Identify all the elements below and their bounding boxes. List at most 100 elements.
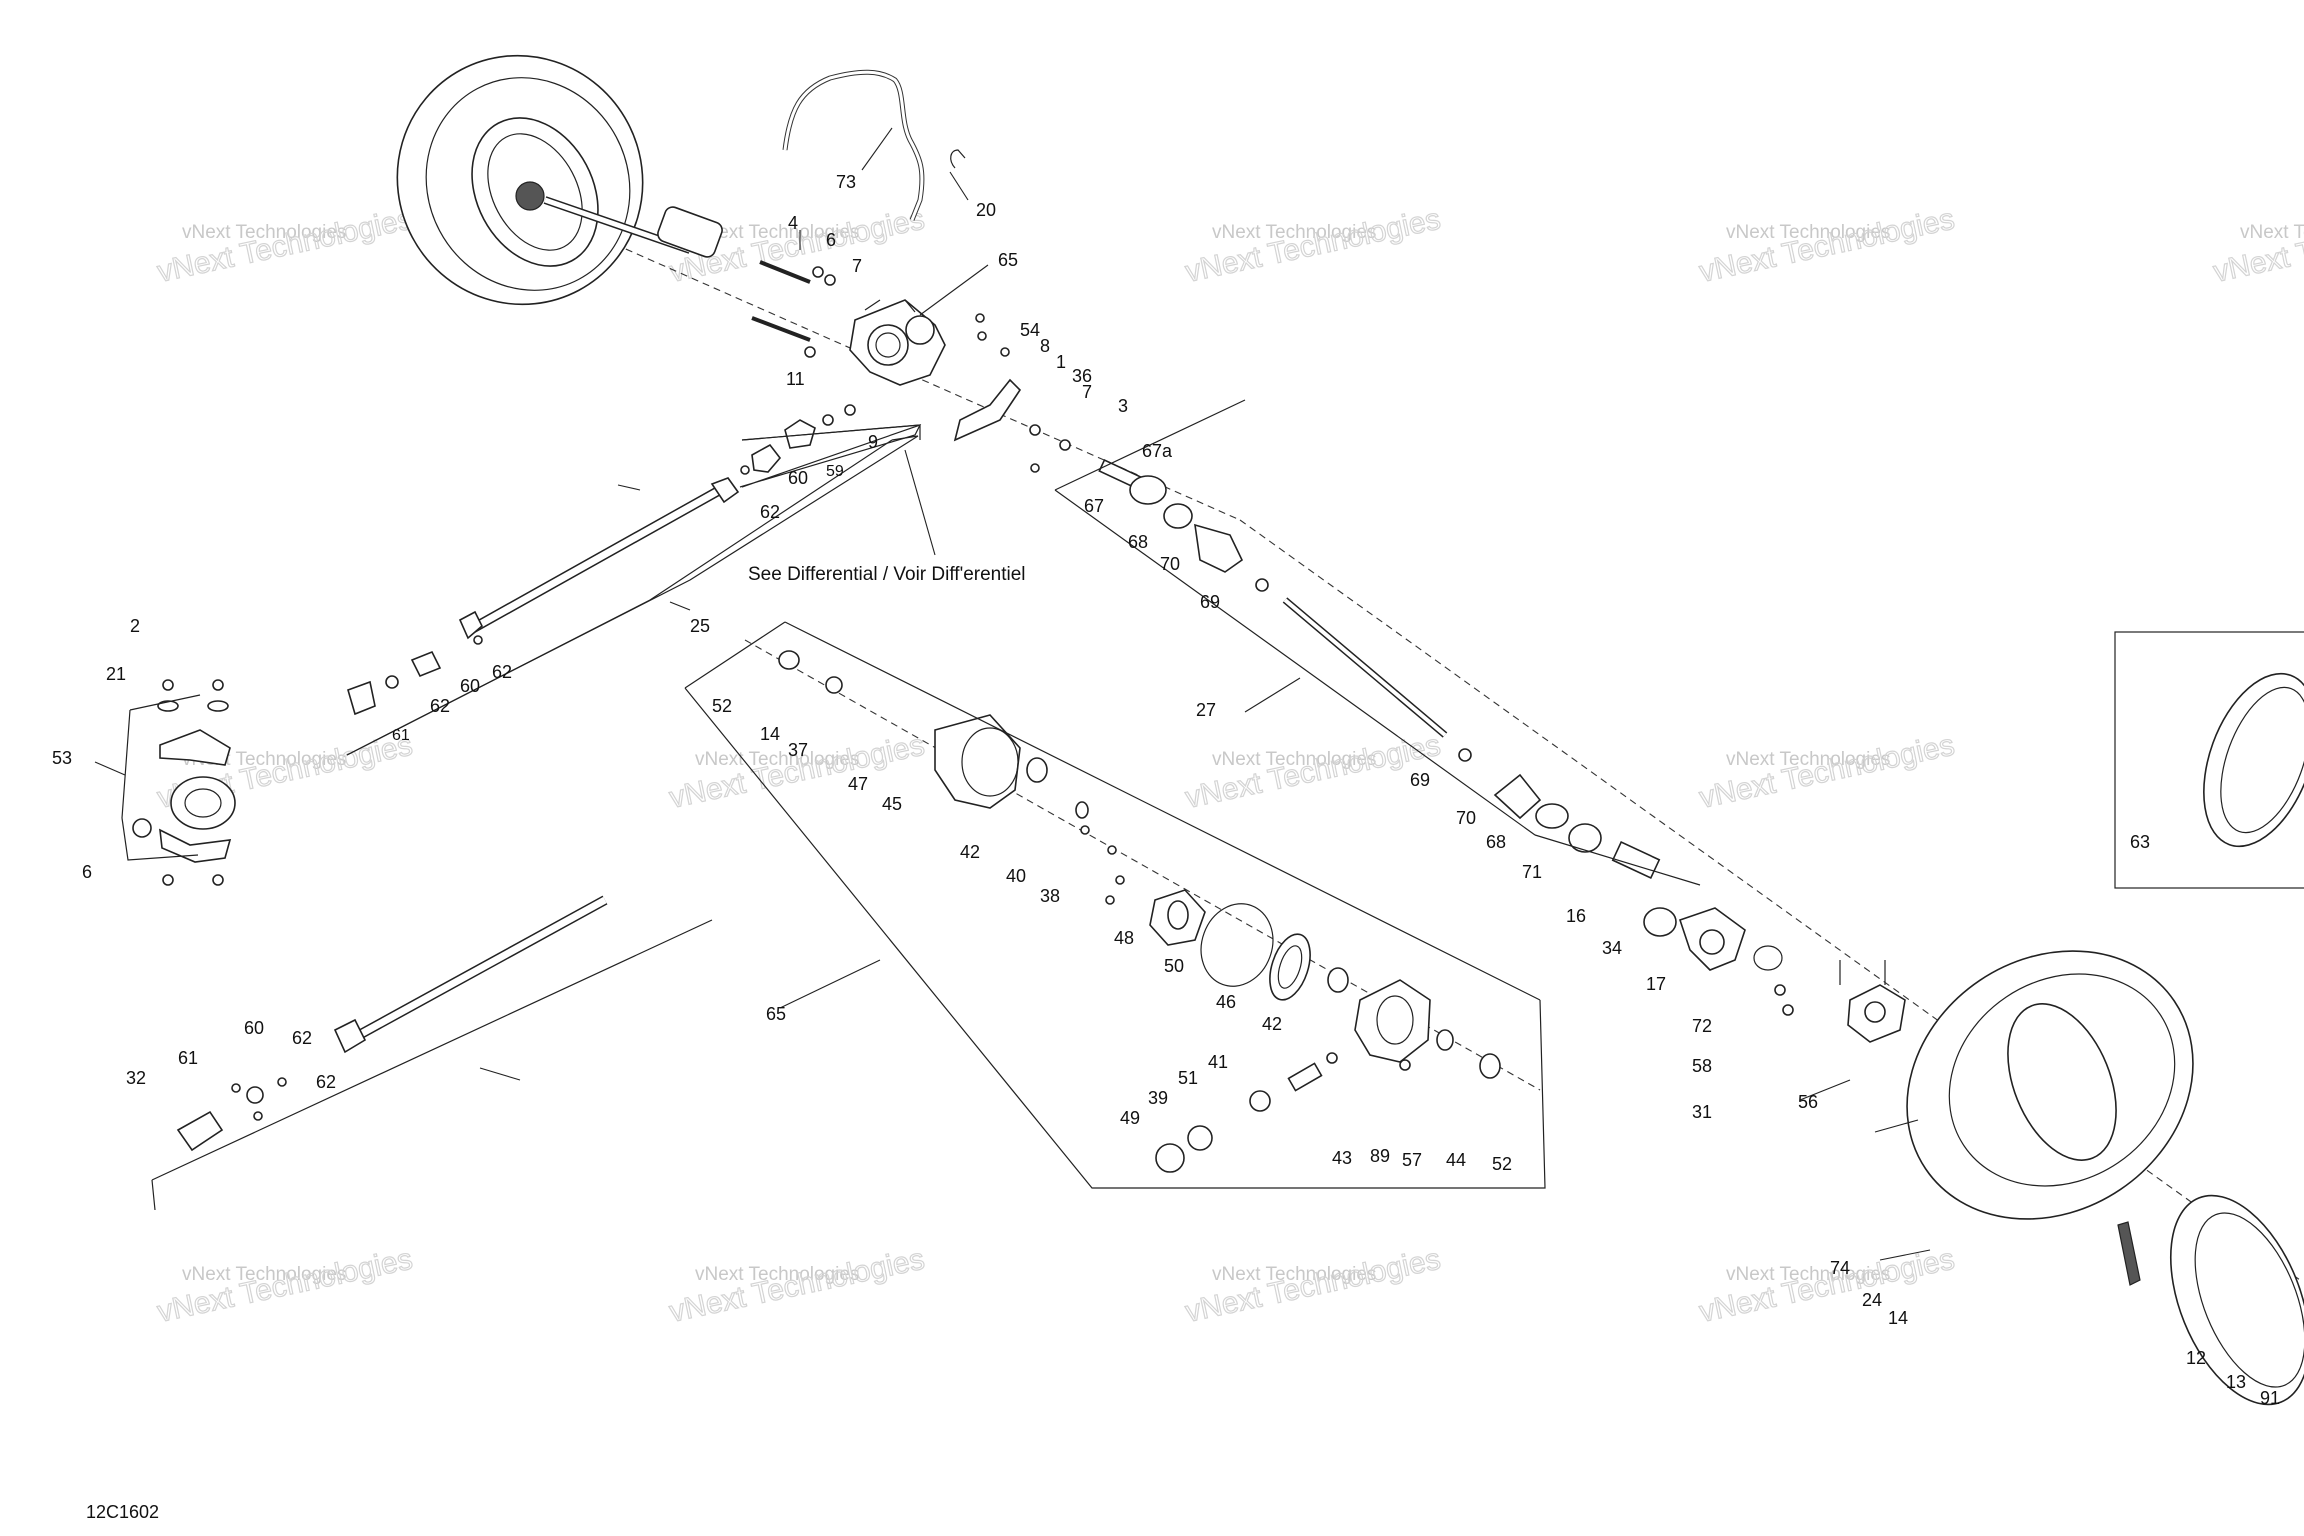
part-label: 67a [1142, 441, 1173, 461]
part-label: 21 [106, 664, 126, 684]
propshaft-32 [176, 895, 608, 1152]
part-label: 54 [1020, 320, 1040, 340]
carrier-bearing [132, 679, 236, 886]
watermark-text: vNext Technologies [182, 222, 346, 243]
part-label: 68 [1128, 532, 1148, 552]
part-label: 53 [52, 748, 72, 768]
part-label: 70 [1160, 554, 1180, 574]
part-label: 62 [760, 502, 780, 522]
part-label: 24 [1862, 1290, 1882, 1310]
part-label: 65 [998, 250, 1018, 270]
part-label: 11 [786, 369, 805, 389]
part-label: 25 [690, 616, 710, 636]
part-label: 41 [1208, 1052, 1228, 1072]
part-label: 42 [960, 842, 980, 862]
part-label: 2 [130, 616, 140, 636]
part-label: 44 [1446, 1150, 1466, 1170]
part-label: 36 [1072, 366, 1092, 386]
watermark-text: vNext Technologies [2240, 222, 2304, 243]
part-label: 72 [1692, 1016, 1712, 1036]
watermark-text: vNext Technologies [1183, 203, 1444, 289]
watermark-text: vNext Technologies [155, 203, 416, 289]
part-label: 62 [316, 1072, 336, 1092]
part-label: 43 [1332, 1148, 1352, 1168]
part-label: 14 [1888, 1308, 1908, 1328]
part-label: 61 [392, 727, 410, 744]
part-label: 7 [1082, 382, 1092, 402]
part-label: 57 [1402, 1150, 1422, 1170]
part-label: 51 [1178, 1068, 1198, 1088]
halfshaft-27 [1098, 459, 1906, 1043]
part-label: 3 [1118, 396, 1128, 416]
part-label: 27 [1196, 700, 1216, 720]
part-label: 38 [1040, 886, 1060, 906]
part-labels: 73 20 4 6 7 65 54 8 1 36 7 3 11 9 59 60 … [52, 172, 2280, 1408]
part-label: 13 [2226, 1372, 2246, 1392]
part-label: 40 [1006, 866, 1026, 886]
part-label: 56 [1798, 1092, 1818, 1112]
propshaft-25 [347, 477, 740, 716]
part-label: 16 [1566, 906, 1586, 926]
part-label: 14 [760, 724, 780, 744]
brake-line [782, 69, 966, 221]
part-label: 62 [492, 662, 512, 682]
see-differential-note: See Differential / Voir Diff'erentiel [748, 564, 1026, 585]
part-label: 42 [1262, 1014, 1282, 1034]
differential-exploded [778, 650, 1501, 1173]
part-label: 59 [826, 463, 844, 480]
right-wheel [1906, 950, 2304, 1406]
part-label: 48 [1114, 928, 1134, 948]
group-boxes [121, 399, 1701, 1211]
part-label: 65 [766, 1004, 786, 1024]
part-label: 50 [1164, 956, 1184, 976]
part-label: 6 [826, 230, 836, 250]
watermark-text: vNext Technologies [155, 1243, 416, 1329]
leader-lines [94, 127, 1931, 1261]
watermark-text: vNext Technologies [1212, 222, 1376, 243]
watermark-text: vNext Technologies [695, 1264, 859, 1285]
part-label: 60 [460, 676, 480, 696]
watermark-text: vNext Technologies [667, 1243, 928, 1329]
watermark-text: vNext Technologies [2211, 203, 2304, 289]
watermark-text: vNext Technologies [695, 222, 859, 243]
part-label: 4 [788, 213, 798, 233]
part-label: 39 [1148, 1088, 1168, 1108]
part-label: 73 [836, 172, 856, 192]
part-label: 63 [2130, 832, 2150, 852]
part-label: 62 [292, 1028, 312, 1048]
watermark-text: vNext Technologies [1212, 1264, 1376, 1285]
watermark-text: vNext Technologies [695, 749, 859, 770]
part-label: 6 [82, 862, 92, 882]
watermark-text: vNext Technologies [1697, 203, 1958, 289]
part-label: 91 [2260, 1388, 2280, 1408]
drawing-code: 12C1602 [86, 1502, 159, 1522]
watermark-text: vNext Technologies [1212, 749, 1376, 770]
part-label: 46 [1216, 992, 1236, 1012]
part-label: 12 [2186, 1348, 2206, 1368]
part-label: 60 [244, 1018, 264, 1038]
part-label: 62 [430, 696, 450, 716]
differential-assembly [740, 260, 1071, 475]
part-label: 52 [712, 696, 732, 716]
part-label: 58 [1692, 1056, 1712, 1076]
watermark-text: vNext Technologies [1697, 729, 1958, 815]
beadlock-inset [2114, 631, 2304, 889]
part-label: 9 [868, 432, 878, 452]
part-label: 74 [1830, 1258, 1850, 1278]
part-label: 47 [848, 774, 868, 794]
part-label: 89 [1370, 1146, 1390, 1166]
part-label: 69 [1200, 592, 1220, 612]
watermark-text: vNext Technologies [1726, 749, 1890, 770]
part-label: 37 [788, 740, 808, 760]
part-label: 61 [178, 1048, 198, 1068]
part-label: 68 [1486, 832, 1506, 852]
part-label: 34 [1602, 938, 1622, 958]
part-label: 70 [1456, 808, 1476, 828]
part-label: 49 [1120, 1108, 1140, 1128]
part-label: 31 [1692, 1102, 1712, 1122]
watermark-text: vNext Technologies [1183, 1243, 1444, 1329]
part-label: 67 [1084, 496, 1104, 516]
upper-left-wheel [396, 54, 723, 306]
part-label: 20 [976, 200, 996, 220]
